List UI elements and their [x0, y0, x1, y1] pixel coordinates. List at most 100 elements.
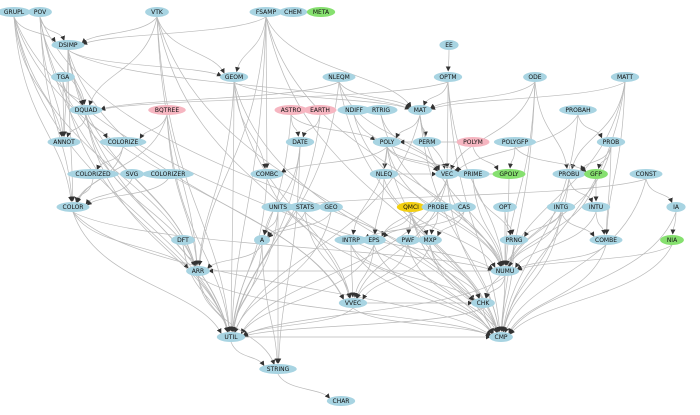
- node-optm[interactable]: OPTM: [433, 72, 463, 82]
- edge-fsamp-to-arr: [197, 16, 267, 266]
- node-astro[interactable]: ASTRO: [274, 105, 308, 115]
- edge-probe-to-mxp: [429, 211, 439, 235]
- node-arr[interactable]: ARR: [186, 266, 210, 276]
- node-vtk[interactable]: VTK: [145, 7, 169, 17]
- node-a[interactable]: A: [254, 235, 270, 245]
- node-polym[interactable]: POLYM: [456, 137, 490, 147]
- node-shape: [418, 235, 442, 245]
- node-label: OPT: [499, 204, 511, 211]
- node-shape: [364, 105, 398, 115]
- node-util[interactable]: UTIL: [216, 332, 246, 342]
- node-dquad[interactable]: DQUAD: [69, 105, 103, 115]
- node-prime[interactable]: PRIME: [456, 169, 490, 179]
- edge-numu-to-chk: [485, 275, 506, 299]
- node-nia[interactable]: NIA: [660, 235, 684, 245]
- edge-nleq-to-numu: [383, 178, 496, 268]
- node-shape: [261, 202, 295, 212]
- node-probah[interactable]: PROBAH: [559, 105, 597, 115]
- edge-nleq-to-eps: [372, 178, 385, 235]
- node-chem[interactable]: CHEM: [278, 7, 308, 17]
- node-pwf[interactable]: PWF: [396, 235, 420, 245]
- node-nleqm[interactable]: NLEQM: [322, 72, 356, 82]
- node-dsimp[interactable]: DSIMP: [51, 40, 85, 50]
- node-label: CHK: [477, 300, 491, 307]
- node-numu[interactable]: NUMU: [490, 266, 520, 276]
- node-vec[interactable]: VEC: [435, 169, 459, 179]
- node-color[interactable]: COLOR: [56, 202, 90, 212]
- node-shape: [493, 202, 517, 212]
- node-colorize[interactable]: COLORIZE: [99, 137, 147, 147]
- node-polygfp[interactable]: POLYGFP: [493, 137, 537, 147]
- node-colorizer[interactable]: COLORIZER: [142, 169, 194, 179]
- node-stats[interactable]: STATS: [288, 202, 322, 212]
- node-nleq[interactable]: NLEQ: [369, 169, 399, 179]
- node-ia[interactable]: IA: [666, 202, 686, 212]
- node-intu[interactable]: INTU: [581, 202, 611, 212]
- node-geom[interactable]: GEOM: [219, 72, 249, 82]
- node-mxp[interactable]: MXP: [418, 235, 442, 245]
- edge-dsimp-to-arr: [67, 49, 197, 267]
- node-combe[interactable]: COMBE: [589, 235, 623, 245]
- node-shape: [456, 137, 490, 147]
- node-gpoly[interactable]: GPOLY: [492, 169, 526, 179]
- node-gfp[interactable]: GFP: [584, 169, 608, 179]
- node-prng[interactable]: PRNG: [499, 235, 529, 245]
- node-date[interactable]: DATE: [285, 137, 315, 147]
- edge-prob-to-probu: [580, 146, 612, 171]
- node-colorized[interactable]: COLORIZED: [67, 169, 119, 179]
- edge-optm-to-numu: [447, 81, 506, 266]
- node-probe[interactable]: PROBE: [421, 202, 455, 212]
- node-cas[interactable]: CAS: [452, 202, 476, 212]
- node-label: ODE: [528, 74, 541, 81]
- node-pov[interactable]: POV: [28, 7, 52, 17]
- node-label: STATS: [296, 204, 314, 211]
- node-ode[interactable]: ODE: [523, 72, 547, 82]
- node-meta[interactable]: META: [306, 7, 336, 17]
- node-shape: [319, 202, 343, 212]
- node-svg[interactable]: SVG: [120, 169, 144, 179]
- node-tga[interactable]: TGA: [51, 72, 75, 82]
- node-cmp[interactable]: CMP: [489, 332, 513, 342]
- node-ndiff[interactable]: NDIFF: [337, 105, 371, 115]
- node-shape: [456, 169, 490, 179]
- node-geo[interactable]: GEO: [319, 202, 343, 212]
- node-poly[interactable]: POLY: [372, 137, 402, 147]
- node-matt[interactable]: MATT: [610, 72, 640, 82]
- node-shape: [596, 137, 626, 147]
- node-string[interactable]: STRING: [259, 364, 297, 374]
- node-shape: [499, 235, 529, 245]
- node-char[interactable]: CHAR: [326, 396, 356, 406]
- node-eps[interactable]: EPS: [362, 235, 386, 245]
- node-intrp[interactable]: INTRP: [334, 235, 368, 245]
- edge-grupl-to-annot: [13, 16, 64, 137]
- node-combc[interactable]: COMBC: [250, 169, 284, 179]
- node-shape: [28, 7, 52, 17]
- node-fsamp[interactable]: FSAMP: [249, 7, 283, 17]
- node-opt[interactable]: OPT: [493, 202, 517, 212]
- edge-fsamp-to-dsimp: [82, 16, 267, 45]
- node-chk[interactable]: CHK: [471, 298, 495, 308]
- edge-colorizer-to-color: [86, 178, 169, 206]
- node-vvec[interactable]: VVEC: [338, 298, 368, 308]
- edge-pwf-to-vvec: [356, 244, 409, 299]
- node-annot[interactable]: ANNOT: [47, 137, 81, 147]
- node-prob[interactable]: PROB: [596, 137, 626, 147]
- node-bqtree[interactable]: BQTREE: [148, 105, 186, 115]
- node-intg[interactable]: INTG: [546, 202, 576, 212]
- node-units[interactable]: UNITS: [261, 202, 295, 212]
- node-ee[interactable]: EE: [439, 40, 459, 50]
- node-rtrig[interactable]: RTRIG: [364, 105, 398, 115]
- node-dft[interactable]: DFT: [171, 235, 195, 245]
- edge-probah-to-vec: [456, 114, 579, 172]
- node-probu[interactable]: PROBU: [552, 169, 586, 179]
- node-label: PRNG: [506, 237, 523, 244]
- node-grupl[interactable]: GRUPL: [0, 7, 31, 17]
- edge-util-to-string: [230, 341, 265, 367]
- node-label: CHAR: [333, 398, 350, 405]
- node-mat[interactable]: MAT: [408, 105, 432, 115]
- node-const[interactable]: CONST: [629, 169, 663, 179]
- node-earth[interactable]: EARTH: [303, 105, 337, 115]
- edge-earth-to-util: [231, 114, 321, 332]
- node-qmci[interactable]: QMCI: [396, 202, 426, 212]
- node-perm[interactable]: PERM: [412, 137, 442, 147]
